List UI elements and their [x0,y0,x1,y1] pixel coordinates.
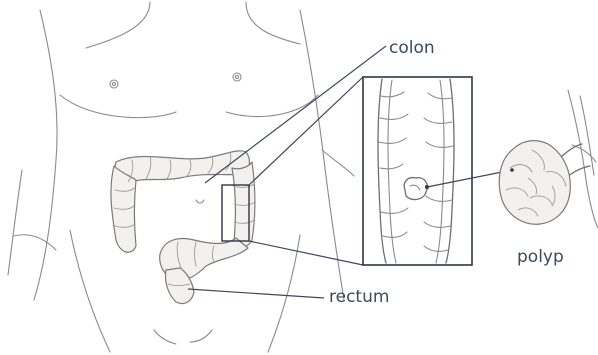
colon-inset [363,77,472,265]
rectum-label: rectum [329,287,389,307]
nipples [110,73,241,88]
colon-illustration [111,151,255,304]
rectum-pointer-line [188,289,324,298]
polyp-label: polyp [517,247,564,267]
colon-label: colon [389,38,435,58]
colon-pointer-line [205,46,386,183]
polyp-illustration [499,90,598,228]
zoom-connector-bottom [249,241,363,265]
